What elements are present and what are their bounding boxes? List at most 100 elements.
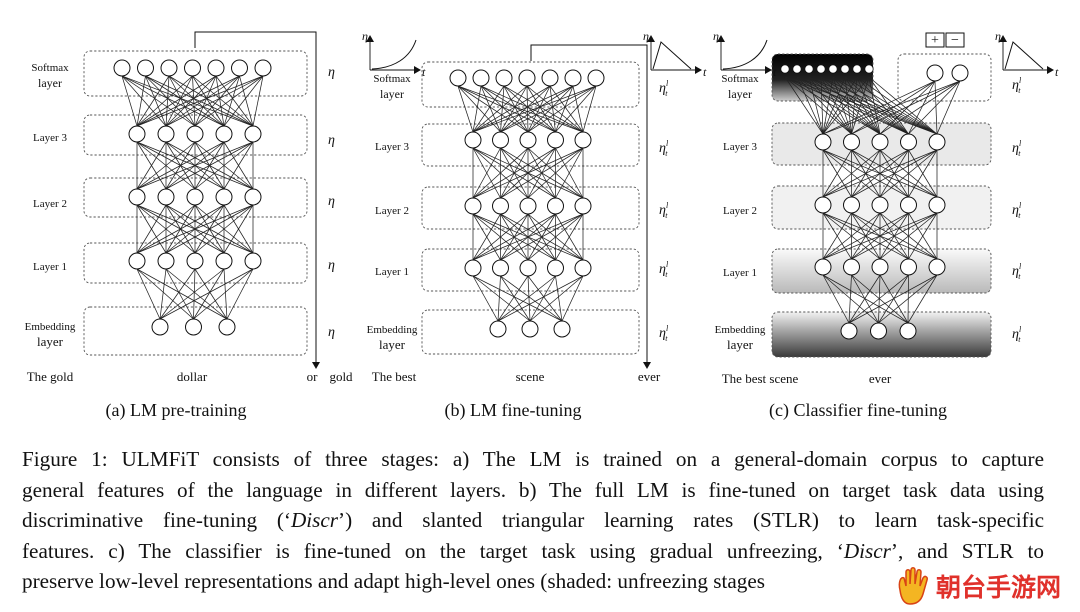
panel-c-word-0: The best scene — [722, 371, 799, 386]
panel-b-edge-l3-l2-4-3 — [555, 147, 584, 199]
panel-a-edge-l2-l1-4-2 — [194, 204, 254, 254]
panel-b-edge-l3-l2-2-0 — [472, 147, 529, 199]
panel-a-layer-0-node-6 — [254, 59, 272, 77]
panel-c-layer-2-node-2 — [871, 196, 889, 214]
panel-c-edge-l1-emb-1-1 — [851, 274, 879, 324]
panel-c-layer-4-node-0 — [840, 322, 858, 340]
panel-a-layer-0-node-2 — [160, 59, 178, 77]
panel-b-word-2: ever — [638, 369, 661, 384]
panel-c-edge-l2-l1-2-0 — [822, 212, 881, 260]
panel-c-edge-l2-l1-4-2 — [879, 212, 938, 260]
panel-b-edge-l3-l2-4-1 — [500, 147, 584, 199]
panel-b-layer-2-node-3 — [547, 197, 564, 215]
panel-b-edge-l2-l1-4-0 — [472, 213, 584, 261]
panel-b-edge-sm-l3-6-1 — [500, 85, 597, 133]
panel-c-edge-l1-emb-2-0 — [848, 274, 881, 324]
panel-b-layer-1-node-0 — [464, 131, 482, 149]
panel-c-layer-0-node-2 — [804, 64, 814, 74]
watermark-text: 朝台手游网 — [936, 573, 1062, 602]
panel-a-edge-l1-emb-1-2 — [165, 268, 228, 320]
panel-a-edge-l2-l1-4-3 — [223, 204, 254, 254]
panel-c-edge-l3-l2-4-2 — [879, 149, 938, 198]
panel-c-edge-sm-l3-4-3 — [832, 76, 909, 135]
panel-c-edge-l1-emb-4-0 — [848, 274, 938, 324]
panel-c-edge-head-l3-1-1 — [851, 80, 961, 135]
panel-c-edge-l1-emb-0-0 — [822, 274, 850, 324]
panel-c-edge-l2-l1-4-1 — [851, 212, 938, 260]
panel-c-edge-sm-l3-5-2 — [844, 76, 881, 135]
panel-a-word-2: or — [307, 369, 319, 384]
panel-b-layer-0-node-5 — [564, 69, 582, 87]
panel-c-layer-1-node-3 — [900, 133, 917, 151]
panel-b-schedule-stlr-curve — [652, 41, 692, 70]
panel-b-edge-l2-l1-3-0 — [472, 213, 556, 261]
panel-a-layer-0-label: Softmax — [31, 62, 69, 74]
panel-b-layer-0-label: layer — [380, 87, 404, 101]
panel-c-layer-0-node-0 — [780, 64, 790, 74]
caption-line-4a: features. c) The classifier is fine-tune… — [22, 538, 844, 563]
panel-a-edge-l2-l1-2-0 — [136, 204, 196, 254]
panel-b-word-1: scene — [516, 369, 545, 384]
panel-c-negative-class-box — [945, 32, 965, 48]
panel-c-edge-head-l3-1-0 — [822, 80, 961, 135]
panel-c-schedule-unfreeze-curve — [722, 39, 768, 70]
panel-c-edge-sm-l3-0-1 — [784, 76, 852, 135]
panel-a-layer-0-label: layer — [38, 76, 62, 90]
panel-a-box-layer-1 — [83, 114, 308, 156]
panel-c-layer-2-label: Layer 2 — [723, 205, 757, 217]
panel-c-layer-0-label: Softmax — [721, 73, 759, 85]
panel-c-layer-3-node-3 — [900, 258, 917, 276]
panel-c-word-1: ever — [869, 371, 892, 386]
panel-a-layer-4-label: layer — [37, 334, 64, 349]
panel-c-layer-0-node-6 — [852, 64, 862, 74]
panel-b-subcaption: (b) LM fine-tuning — [445, 400, 582, 421]
panel-a-layer-2-rate: η — [328, 194, 335, 209]
panel-b-layer-0-node-3 — [518, 69, 536, 87]
caption-line-3: discriminative fine-tuning (‘Discr’) and… — [22, 505, 1044, 536]
panel-c-edge-l1-emb-3-0 — [848, 274, 909, 324]
panel-b-layer-2-node-1 — [492, 197, 509, 215]
panel-c-edge-l3-l2-4-1 — [851, 149, 938, 198]
panel-c-edge-head-l3-0-3 — [908, 80, 936, 135]
panel-b-edge-l1-emb-4-1 — [529, 275, 584, 322]
panel-b-layer-1-label: Layer 3 — [375, 141, 409, 153]
panel-a-edge-sm-l3-1-1 — [145, 75, 167, 127]
panel-a-edge-l1-emb-0-0 — [136, 268, 161, 320]
panel-a-edge-l1-emb-0-2 — [136, 268, 228, 320]
panel-b-edge-sm-l3-2-2 — [503, 85, 529, 133]
panel-c-edge-sm-l3-4-0 — [822, 76, 834, 135]
panel-a-layer-3-node-3 — [215, 252, 233, 270]
panel-c-edge-l2-l1-1-0 — [822, 212, 852, 260]
panel-c-schedule-unfreeze-eta: η — [713, 29, 719, 43]
panel-b-edge-sm-l3-4-1 — [500, 85, 551, 133]
panel-b-layer-3-node-4 — [574, 259, 592, 277]
caption-line-3b: ’) and slanted triangular learning rates… — [338, 508, 1044, 532]
panel-c-edge-sm-l3-0-2 — [784, 76, 881, 135]
panel-b-edge-l1-emb-2-1 — [527, 275, 531, 322]
panel-b-schedule-stlr-eta: η — [643, 29, 649, 43]
panel-c-edge-sm-l3-2-3 — [808, 76, 909, 135]
panel-b-layer-1-node-3 — [547, 131, 564, 149]
panel-a-edge-sm-l3-5-0 — [136, 75, 240, 127]
panel-a-edge-l1-emb-4-2 — [226, 268, 254, 320]
panel-a-edge-sm-l3-4-4 — [215, 75, 254, 127]
panel-b-edge-sm-l3-1-0 — [472, 85, 482, 133]
panel-a-layer-3-node-2 — [186, 252, 204, 270]
panel-c-edge-l3-l2-1-0 — [822, 149, 852, 198]
panel-b-edge-sm-l3-2-3 — [503, 85, 556, 133]
panel-c-edge-sm-l3-1-0 — [796, 76, 824, 135]
panel-c-edge-l1-emb-2-2 — [879, 274, 909, 324]
panel-a-layer-1-label: Layer 3 — [33, 132, 67, 144]
panel-c-edge-l1-emb-1-0 — [848, 274, 852, 324]
panel-a-edge-l2-l1-4-1 — [165, 204, 254, 254]
panel-b-edge-l3-l2-4-2 — [527, 147, 584, 199]
panel-a-box-layer-0 — [83, 50, 308, 97]
panel-c-edge-l3-l2-3-0 — [822, 149, 909, 198]
panel-c-edge-sm-l3-2-0 — [808, 76, 824, 135]
panel-b-edge-sm-l3-3-3 — [526, 85, 556, 133]
panel-b-edge-sm-l3-1-3 — [480, 85, 556, 133]
panel-b-layer-3-node-0 — [464, 259, 482, 277]
panel-c-edge-sm-l3-5-1 — [844, 76, 852, 135]
